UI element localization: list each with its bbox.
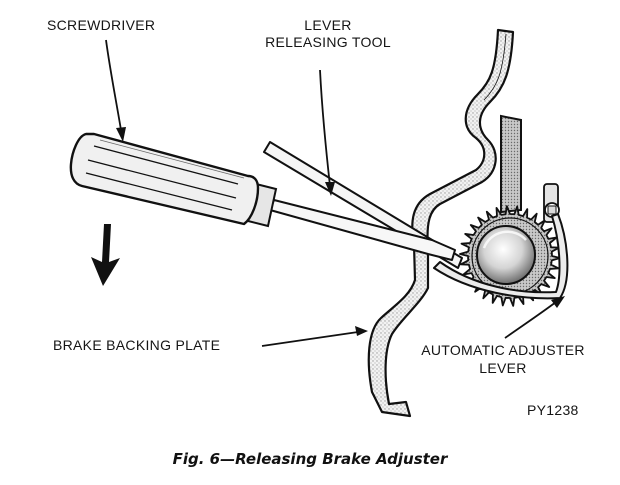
lever-tool-label-line2: RELEASING TOOL — [265, 34, 391, 50]
down-arrow-icon — [91, 224, 120, 286]
screwdriver-label: SCREWDRIVER — [47, 17, 156, 33]
figure-caption: Fig. 6—Releasing Brake Adjuster — [172, 450, 448, 468]
adjuster-bracket — [500, 114, 522, 214]
brake-backing-plate — [367, 28, 515, 418]
adjuster-leader — [504, 301, 557, 339]
backing-plate-label: BRAKE BACKING PLATE — [53, 337, 221, 353]
adjuster-label-line1: AUTOMATIC ADJUSTER — [421, 342, 585, 358]
screwdriver — [69, 132, 456, 261]
automatic-adjuster-lever — [433, 213, 569, 300]
screwdriver-leader — [105, 39, 122, 131]
adjuster-label-line2: LEVER — [479, 360, 527, 376]
leader-lines — [105, 39, 557, 347]
figure-code: PY1238 — [527, 402, 579, 418]
tool-leader — [319, 69, 331, 187]
adjuster-pivot — [543, 183, 560, 223]
leader-arrowheads — [116, 127, 565, 336]
star-wheel — [459, 205, 561, 307]
lever-tool-label-line1: LEVER — [304, 17, 352, 33]
plate-leader — [261, 331, 359, 347]
